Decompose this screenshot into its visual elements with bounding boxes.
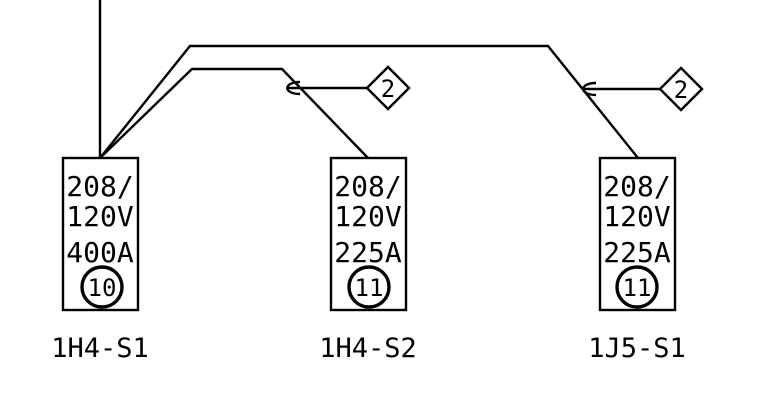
tag-number: 2 [381,75,395,103]
panel-label: 1H4-S1 [51,333,149,364]
panel-label: 1J5-S1 [588,333,686,364]
feeder-wires [98,0,639,159]
panel-box [329,156,408,312]
panel-voltage-line1: 208/ [603,170,670,203]
feeder-tag-1: 2 [286,65,411,111]
circuit-ring [347,265,391,309]
diamond-tag [658,66,704,112]
panel-1h4-s2: 208/ 120V 225A 11 1H4-S2 [319,156,417,364]
conduit-mark [286,80,301,96]
panel-voltage-line2: 120V [603,200,671,233]
circuit-ring [80,265,124,309]
diamond-tag [365,65,411,111]
panel-amps: 225A [603,236,671,269]
panel-voltage-line2: 120V [334,200,402,233]
feeder-to-1h4-s2 [99,67,369,159]
circuit-number: 11 [623,274,652,302]
panel-amps: 400A [66,236,134,269]
circuit-number: 11 [355,274,384,302]
circuit-number: 10 [88,274,117,302]
panel-1h4-s1: 208/ 120V 400A 10 1H4-S1 [51,156,149,364]
panel-box [61,156,140,312]
panel-box [598,156,677,312]
feeder-tag-2: 2 [582,66,704,112]
tag-number: 2 [674,76,688,104]
panel-voltage-line2: 120V [66,200,134,233]
panel-voltage-line1: 208/ [66,170,133,203]
panel-label: 1H4-S2 [319,333,417,364]
panel-amps: 225A [334,236,402,269]
circuit-ring [615,265,659,309]
panel-voltage-line1: 208/ [334,170,401,203]
panel-1j5-s1: 208/ 120V 225A 11 1J5-S1 [588,156,686,364]
feeder-to-1j5-s1 [99,44,639,159]
